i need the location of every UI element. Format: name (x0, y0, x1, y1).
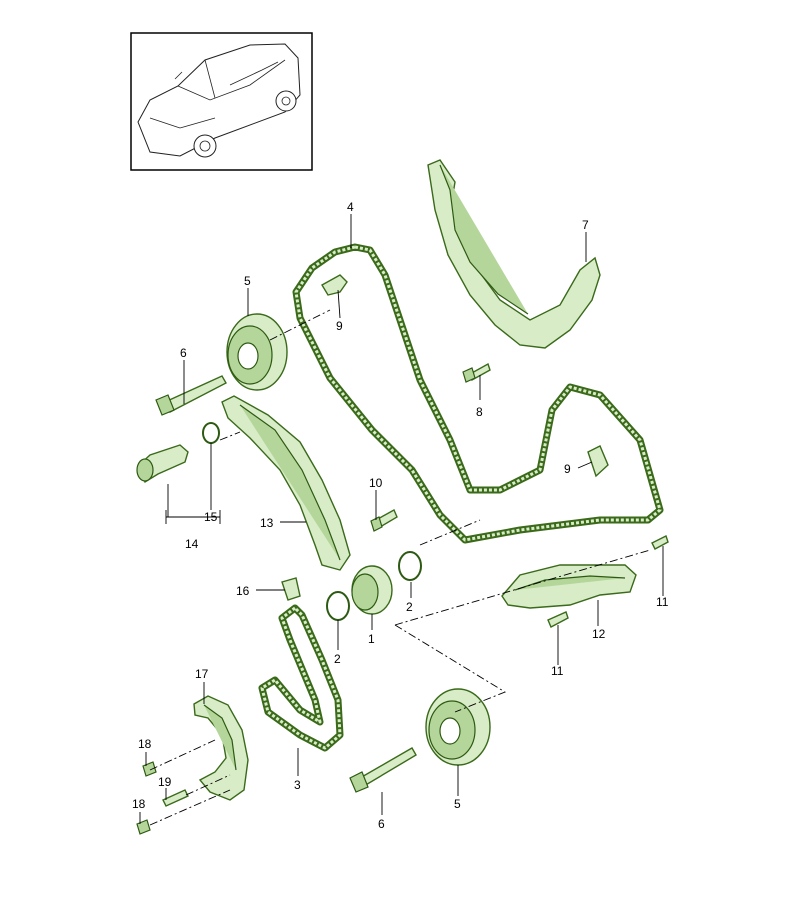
callout-10: 10 (369, 476, 383, 490)
callout-15: 15 (204, 510, 218, 524)
callout-4: 4 (347, 200, 354, 214)
callout-5-upper: 5 (244, 274, 251, 288)
callout-8: 8 (476, 405, 483, 419)
callout-12: 12 (592, 627, 606, 641)
callout-11-lower: 11 (551, 664, 564, 678)
callout-3: 3 (294, 778, 301, 792)
guide-pad-9-right (587, 445, 609, 478)
callout-9-upper: 9 (336, 319, 343, 333)
bolt-18-lower (136, 819, 151, 835)
callout-9-right: 9 (564, 462, 571, 476)
camshaft-sprocket-upper (226, 313, 288, 391)
bolt-18-upper (142, 761, 157, 777)
callout-1: 1 (368, 632, 375, 646)
callout-19: 19 (158, 775, 172, 789)
bolt-10 (370, 509, 398, 532)
washer-left (326, 591, 350, 621)
intermediate-sprocket (351, 565, 393, 615)
callout-17: 17 (195, 667, 209, 681)
callout-18-upper: 18 (138, 737, 152, 751)
callout-5-lower: 5 (454, 797, 461, 811)
callout-labels: 1 2 2 3 4 5 5 6 6 7 8 9 9 10 11 11 12 13… (132, 200, 669, 831)
sealing-ring-15 (202, 422, 220, 444)
bolt-8 (462, 362, 491, 383)
callout-6-lower: 6 (378, 817, 385, 831)
washer-right (398, 551, 422, 581)
callout-14: 14 (185, 537, 199, 551)
vehicle-thumbnail (130, 32, 313, 171)
bolt-upper-6 (155, 375, 227, 416)
bolt-19 (162, 789, 189, 807)
callout-6-upper: 6 (180, 346, 187, 360)
lower-timing-chain (258, 604, 344, 752)
bolt-11-upper (651, 535, 669, 550)
chain-guide-17 (193, 695, 249, 801)
upper-timing-chain (292, 243, 664, 544)
callout-7: 7 (582, 218, 589, 232)
chain-tensioner-plug (136, 444, 189, 484)
camshaft-sprocket-lower (425, 688, 491, 766)
guide-rail-7 (427, 159, 601, 349)
bolt-lower-6 (349, 747, 417, 793)
callout-16: 16 (236, 584, 250, 598)
tensioner-guide-12 (501, 564, 637, 609)
callout-13: 13 (260, 516, 274, 530)
bracket-16 (281, 577, 301, 601)
callout-11-right: 11 (656, 595, 669, 609)
guide-pad-9-upper (321, 274, 348, 296)
leader-lines (139, 214, 664, 824)
tensioner-rail-13 (221, 395, 351, 571)
bolt-11-lower (547, 611, 569, 628)
alignment-lines (149, 309, 651, 826)
callout-2-left: 2 (334, 652, 341, 666)
callout-2-right: 2 (406, 600, 413, 614)
callout-18-lower: 18 (132, 797, 146, 811)
